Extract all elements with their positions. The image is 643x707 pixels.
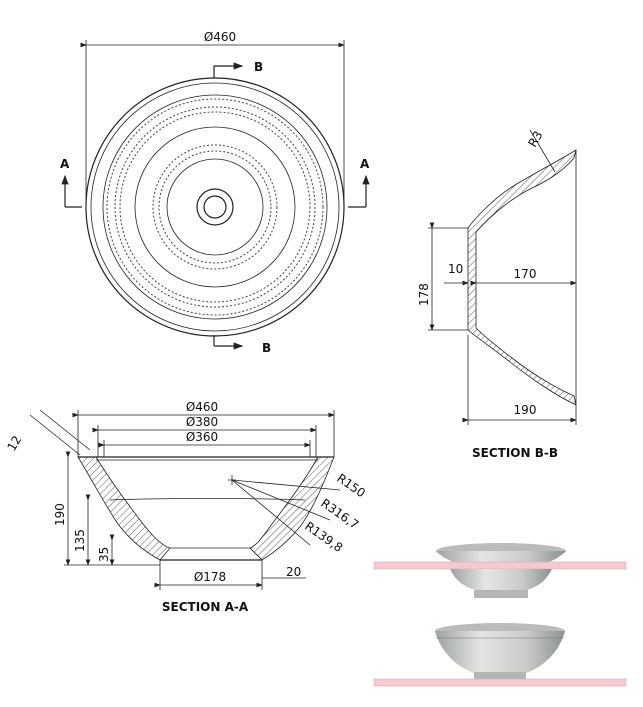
bb-depth-label: 170 — [514, 267, 537, 281]
aa-r316-label: R316,7 — [318, 496, 361, 532]
section-a-marker-right: A — [360, 157, 370, 171]
plan-diameter-label: Ø460 — [204, 30, 236, 44]
section-b-marker-bottom: B — [262, 341, 271, 355]
aa-foot-label: 20 — [286, 565, 301, 579]
section-aa-left-wall — [77, 456, 171, 561]
section-bb-wall — [467, 149, 577, 406]
drain-inner — [203, 195, 227, 219]
plan-view: Ø460 B B A A — [60, 30, 370, 355]
aa-rim-label: 12 — [4, 433, 24, 453]
section-a-marker-left: A — [60, 157, 70, 171]
aa-height-135-label: 135 — [73, 529, 87, 552]
section-b-marker-top: B — [254, 60, 263, 74]
section-aa-title: SECTION A-A — [162, 600, 249, 614]
section-bb-title: SECTION B-B — [472, 446, 558, 460]
aa-mid-diameter-label: Ø380 — [186, 415, 218, 429]
upper-countertop — [373, 561, 627, 570]
lower-basin-foot — [474, 672, 526, 679]
mounting-illustrations — [373, 543, 627, 687]
outer-rim-circle — [85, 77, 345, 337]
aa-foot-diameter-label: Ø178 — [194, 570, 226, 584]
section-aa: Ø460 Ø380 Ø360 12 190 135 35 R150 R316,7… — [4, 400, 367, 614]
aa-r150-label: R150 — [334, 471, 368, 500]
aa-inner-diameter-label: Ø360 — [186, 430, 218, 444]
aa-height-190-label: 190 — [53, 503, 67, 526]
aa-r139-label: R139,8 — [302, 519, 345, 555]
bb-thickness-label: 10 — [448, 262, 463, 276]
drain-outer — [196, 188, 234, 226]
bb-radius-label: R3 — [525, 129, 545, 150]
aa-outer-diameter-label: Ø460 — [186, 400, 218, 414]
lower-countertop — [373, 678, 627, 687]
aa-height-35-label: 35 — [97, 547, 111, 562]
section-bb: 170 10 178 190 R3 SECTION B-B — [417, 129, 577, 460]
upper-basin-foot — [474, 590, 528, 598]
bb-base-label: 190 — [514, 403, 537, 417]
bb-height-label: 178 — [417, 283, 431, 306]
